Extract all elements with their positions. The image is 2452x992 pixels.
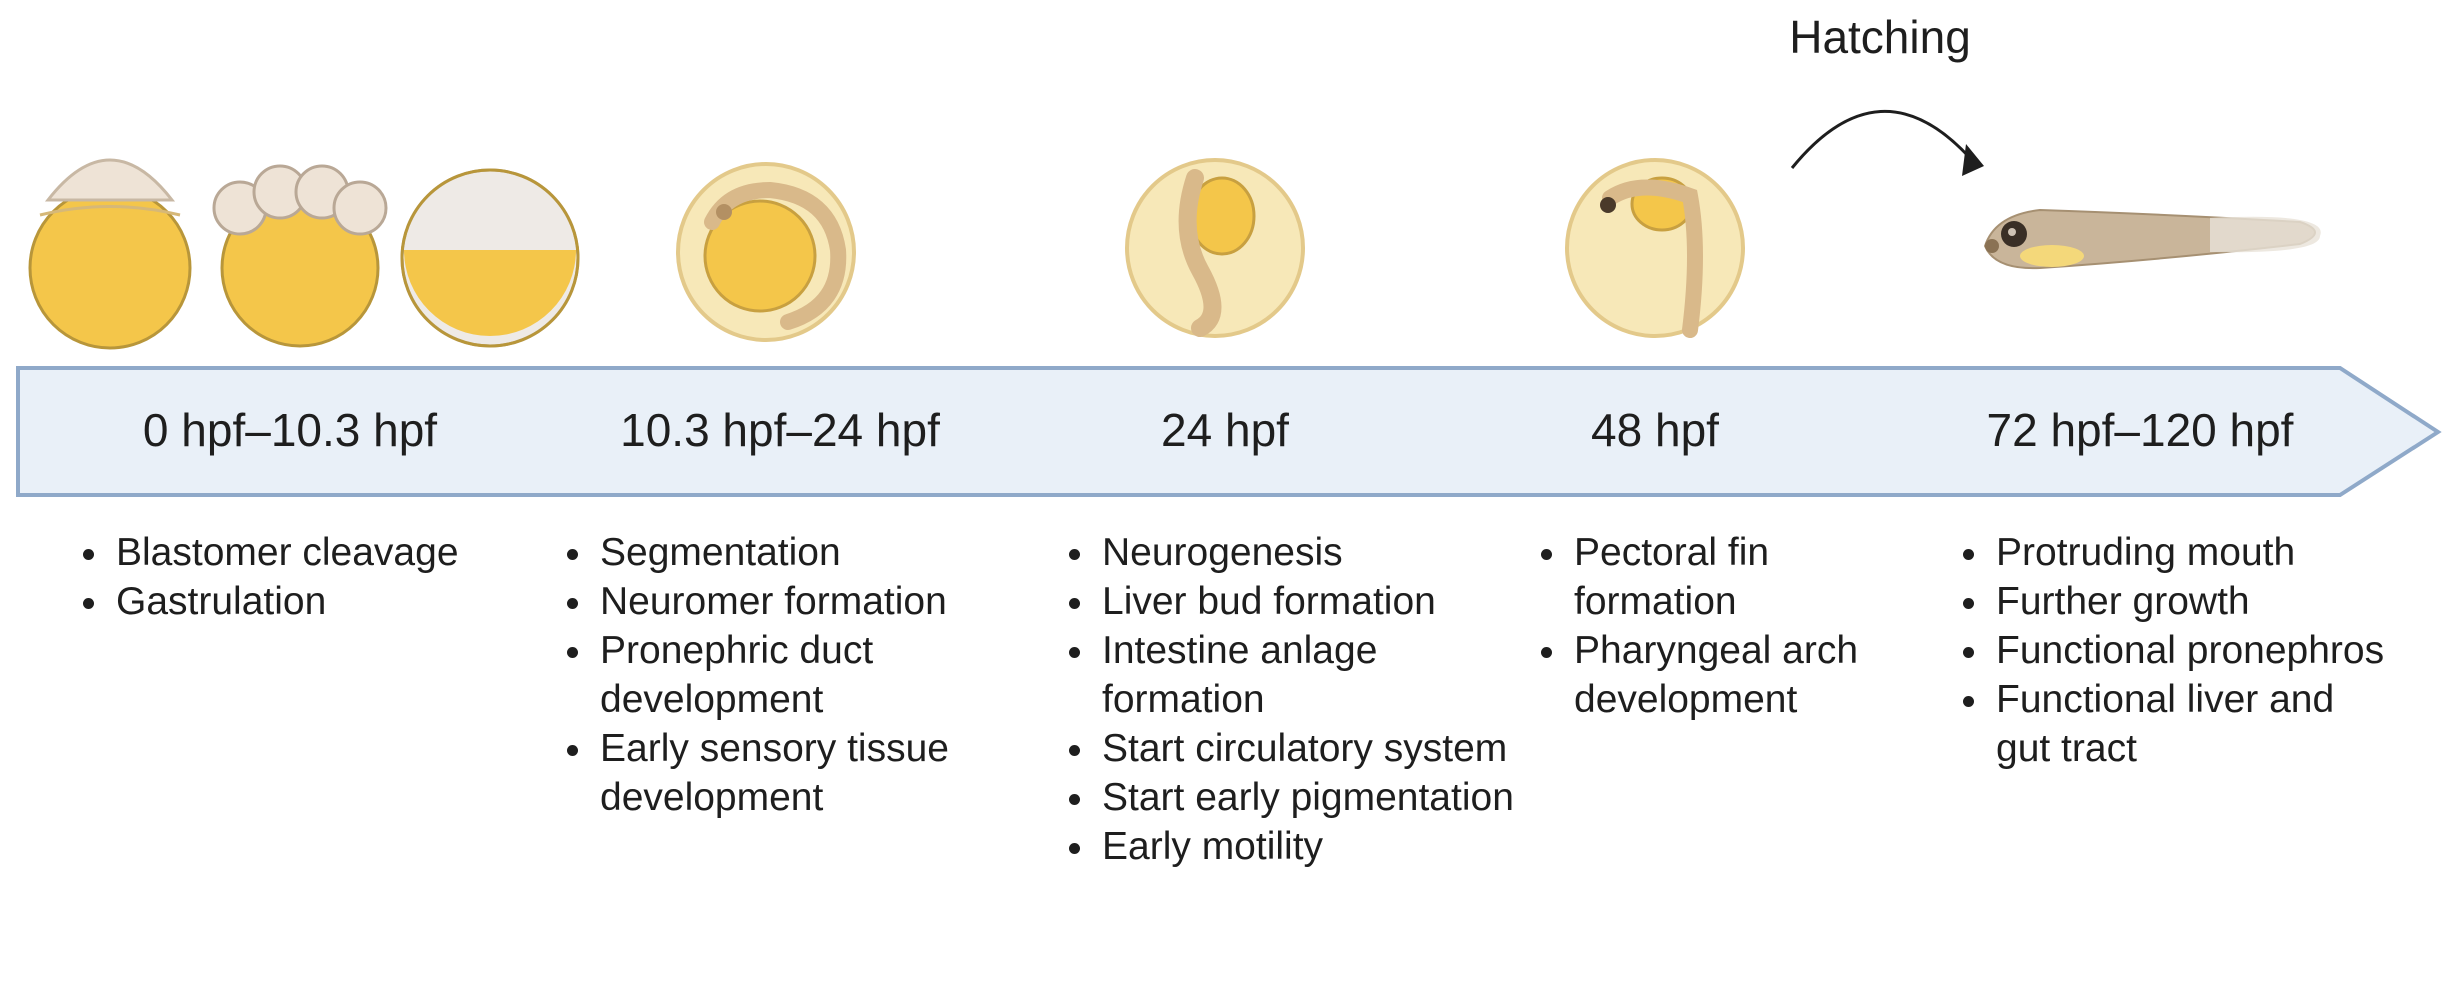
hatching-label: Hatching (1789, 11, 1971, 63)
event-item: Neurogenesis (1098, 528, 1538, 577)
event-item: Early sensory tissue development (596, 724, 1056, 822)
event-item: Pharyngeal arch development (1570, 626, 1880, 724)
stage-4-events: Pectoral fin formation Pharyngeal arch d… (1522, 528, 1880, 724)
hatching-arrow-icon (1790, 110, 1984, 176)
event-item: Functional pronephros (1992, 626, 2392, 675)
event-item: Liver bud formation (1098, 577, 1538, 626)
event-item: Start circulatory system (1098, 724, 1538, 773)
event-item: Early motility (1098, 822, 1538, 871)
stage-1-label: 0 hpf–10.3 hpf (142, 404, 438, 456)
stage-4-label: 48 hpf (1591, 404, 1719, 456)
blastula-embryo-illustration (400, 168, 580, 348)
event-item: Blastomer cleavage (112, 528, 572, 577)
event-item: Segmentation (596, 528, 1056, 577)
segmentation-embryo-illustration (676, 162, 856, 342)
event-item: Further growth (1992, 577, 2392, 626)
event-item: Intestine anlage formation (1098, 626, 1538, 724)
event-item: Start early pigmentation (1098, 773, 1538, 822)
stage-2-label: 10.3 hpf–24 hpf (620, 404, 940, 456)
stage-3-label: 24 hpf (1161, 404, 1289, 456)
event-item: Pronephric duct development (596, 626, 1056, 724)
event-item: Functional liver and gut tract (1992, 675, 2392, 773)
stage-2-events: Segmentation Neuromer formation Pronephr… (548, 528, 1056, 822)
stage-5-label: 72 hpf–120 hpf (1986, 404, 2294, 456)
larva-illustration (1983, 208, 2321, 270)
event-item: Protruding mouth (1992, 528, 2392, 577)
event-item: Neuromer formation (596, 577, 1056, 626)
24hpf-embryo-illustration (1125, 158, 1305, 338)
event-item: Pectoral fin formation (1570, 528, 1880, 626)
stage-5-events: Protruding mouth Further growth Function… (1944, 528, 2392, 773)
zygote-embryo-illustration (28, 158, 192, 350)
cleavage-embryo-illustration (212, 164, 388, 348)
stage-3-events: Neurogenesis Liver bud formation Intesti… (1050, 528, 1538, 871)
48hpf-embryo-illustration (1565, 158, 1745, 338)
timeline-arrow (16, 366, 2442, 497)
stage-1-events: Blastomer cleavage Gastrulation (64, 528, 572, 626)
event-item: Gastrulation (112, 577, 572, 626)
